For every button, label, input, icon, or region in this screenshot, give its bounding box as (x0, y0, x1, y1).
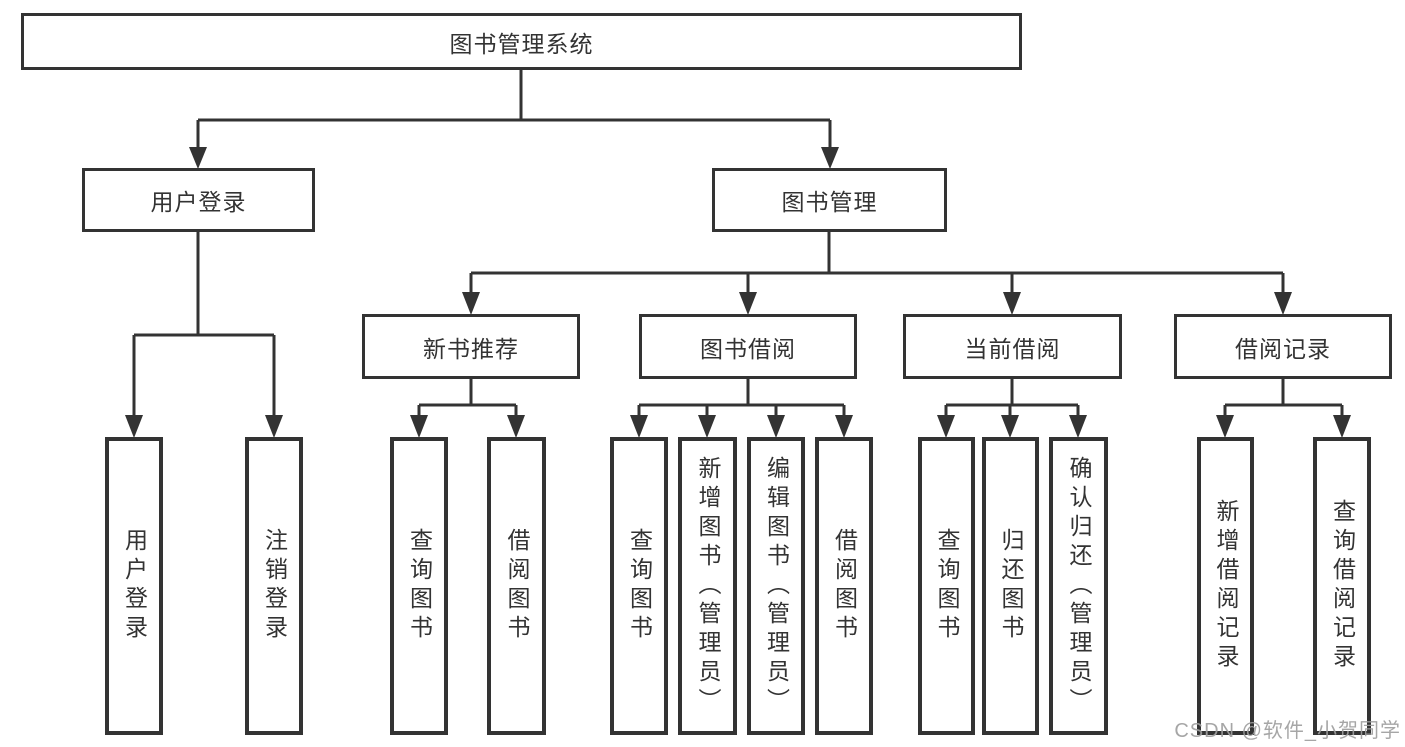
leaf-return-book: 归还图书 (982, 437, 1039, 735)
arrowhead (630, 415, 648, 438)
leaf-label: 确认归还（管理员） (1066, 455, 1092, 717)
csdn-watermark: CSDN @软件_小贺同学 (1174, 720, 1401, 742)
leaf-query-book: 查询图书 (918, 437, 975, 735)
connector-book-borrow-to-leaves (630, 379, 853, 438)
connector-book-management-to-sections (462, 232, 1292, 315)
leaf-label: 查询图书 (406, 528, 433, 644)
arrowhead (462, 292, 480, 315)
arrowhead (767, 415, 785, 438)
leaf-add-borrow-record: 新增借阅记录 (1197, 437, 1254, 735)
leaf-label: 借阅图书 (831, 528, 858, 644)
connector-user-login-to-leaves (125, 232, 283, 438)
arrowhead (410, 415, 428, 438)
node-borrow-records: 借阅记录 (1174, 314, 1392, 379)
leaf-borrow-book: 借阅图书 (487, 437, 546, 735)
arrowhead (507, 415, 525, 438)
arrowhead (698, 415, 716, 438)
arrowhead (739, 292, 757, 315)
leaf-label: 查询图书 (934, 528, 960, 644)
leaf-query-book: 查询图书 (390, 437, 448, 735)
leaf-label: 借阅图书 (504, 528, 530, 644)
arrowhead (821, 147, 839, 169)
leaf-add-book-admin: 新增图书（管理员） (678, 437, 737, 735)
node-label: 图书管理 (781, 189, 878, 215)
node-label: 借阅记录 (1235, 335, 1331, 362)
leaf-label: 查询借阅记录 (1329, 499, 1356, 673)
arrowhead (189, 147, 207, 169)
arrowhead (835, 415, 853, 438)
arrowhead (1003, 292, 1021, 315)
connector-current-borrow-to-leaves (937, 379, 1087, 438)
leaf-label: 编辑图书（管理员） (763, 455, 790, 717)
connector-borrow-records-to-leaves (1216, 379, 1351, 438)
leaf-confirm-return-admin: 确认归还（管理员） (1049, 437, 1108, 735)
leaf-edit-book-admin: 编辑图书（管理员） (747, 437, 805, 735)
node-user-login: 用户登录 (82, 168, 315, 232)
arrowhead (125, 415, 143, 438)
arrowhead (1069, 415, 1087, 438)
arrowhead (265, 415, 283, 438)
leaf-label: 查询图书 (626, 528, 653, 644)
leaf-query-book: 查询图书 (610, 437, 668, 735)
node-label: 图书借阅 (700, 335, 796, 362)
node-current-borrow: 当前借阅 (903, 314, 1122, 379)
node-new-book-recommend: 新书推荐 (362, 314, 580, 379)
leaf-borrow-book: 借阅图书 (815, 437, 873, 735)
arrowhead (1216, 415, 1234, 438)
leaf-label: 用户登录 (121, 528, 148, 644)
leaf-label: 归还图书 (998, 528, 1024, 644)
leaf-user-login: 用户登录 (105, 437, 163, 735)
node-library-management-system: 图书管理系统 (21, 13, 1022, 70)
leaf-label: 新增图书（管理员） (695, 455, 721, 717)
node-label: 新书推荐 (423, 335, 519, 362)
node-label: 图书管理系统 (449, 30, 594, 57)
node-label: 当前借阅 (964, 335, 1061, 362)
leaf-query-borrow-record: 查询借阅记录 (1313, 437, 1371, 735)
arrowhead (1001, 415, 1019, 438)
arrowhead (1333, 415, 1351, 438)
connector-new-book-recommend-to-leaves (410, 379, 525, 438)
arrowhead (937, 415, 955, 438)
leaf-label: 注销登录 (261, 528, 288, 644)
node-book-borrow: 图书借阅 (639, 314, 857, 379)
leaf-logout: 注销登录 (245, 437, 303, 735)
connector-root-to-level2 (189, 70, 839, 169)
node-label: 用户登录 (150, 189, 247, 215)
arrowhead (1274, 292, 1292, 315)
leaf-label: 新增借阅记录 (1213, 499, 1239, 673)
node-book-management: 图书管理 (712, 168, 947, 232)
